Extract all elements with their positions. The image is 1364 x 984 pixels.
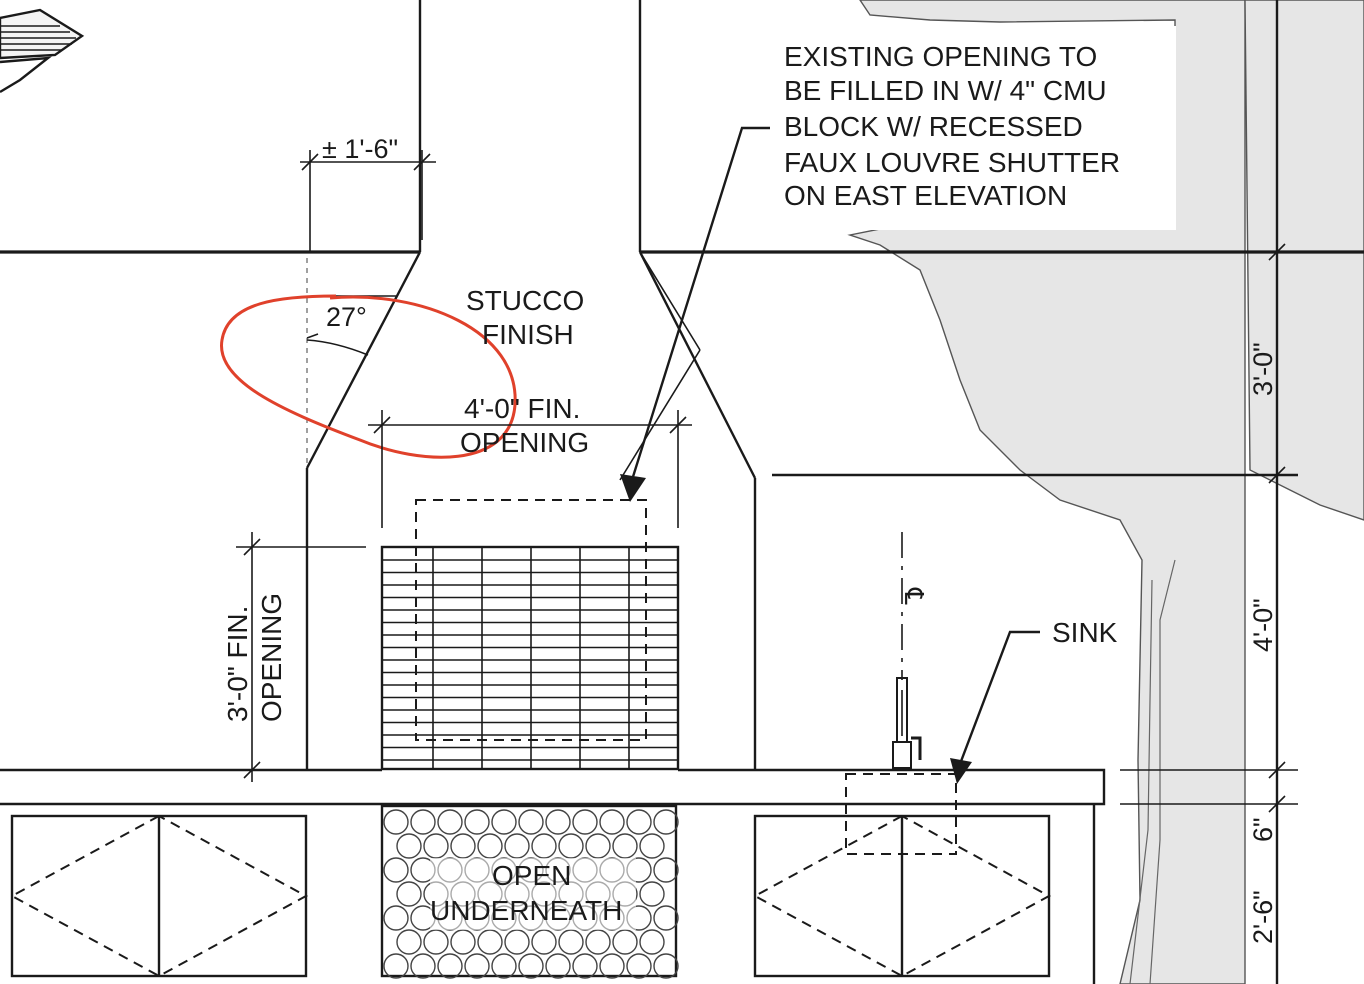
- rock-texture: [626, 809, 652, 835]
- rock-texture: [653, 857, 679, 883]
- rock-texture: [383, 857, 409, 883]
- open-underneath-label-bg: [430, 858, 636, 930]
- rock-texture: [410, 809, 436, 835]
- rock-texture: [531, 929, 557, 955]
- rock-texture: [437, 809, 463, 835]
- chimney-cap-ornament: [0, 8, 85, 94]
- cmu-note-line5: ON EAST ELEVATION: [784, 180, 1067, 211]
- rock-texture: [545, 953, 571, 979]
- rock-texture: [585, 929, 611, 955]
- dim-opening-width-line2: OPENING: [460, 427, 589, 458]
- rock-texture: [653, 809, 679, 835]
- rock-texture: [491, 953, 517, 979]
- dim-opening-width-line1: 4'-0" FIN.: [464, 393, 580, 424]
- rock-texture: [477, 833, 503, 859]
- rock-texture: [572, 809, 598, 835]
- rock-texture: [612, 929, 638, 955]
- dim-opening-height-line2: OPENING: [256, 593, 287, 722]
- faucet: [892, 677, 922, 769]
- tree-silhouette: [847, 0, 1246, 984]
- dim-right-upper: 3'-0": [1248, 342, 1278, 396]
- open-underneath-line2: UNDERNEATH: [430, 895, 622, 926]
- fireplace-hood: [305, 251, 757, 770]
- rock-texture: [450, 833, 476, 859]
- cmu-note-line3: BLOCK W/ RECESSED: [784, 111, 1083, 142]
- rock-texture: [383, 809, 409, 835]
- centerline-symbol: ℄: [899, 587, 929, 605]
- rock-texture: [626, 953, 652, 979]
- rock-texture: [653, 905, 679, 931]
- rock-texture: [450, 929, 476, 955]
- rock-texture: [599, 953, 625, 979]
- dim-right-middle: 4'-0": [1248, 598, 1278, 652]
- dim-top-width: [300, 150, 436, 252]
- rock-texture: [639, 833, 665, 859]
- rock-texture: [491, 809, 517, 835]
- cmu-leader: [620, 126, 770, 502]
- rock-texture: [612, 833, 638, 859]
- rock-texture: [464, 809, 490, 835]
- rock-texture: [504, 929, 530, 955]
- tree-branch-lines: [1129, 559, 1176, 984]
- rock-texture: [410, 953, 436, 979]
- rock-texture: [558, 929, 584, 955]
- rock-texture: [558, 833, 584, 859]
- rock-texture: [396, 881, 422, 907]
- cmu-note-line2: BE FILLED IN W/ 4" CMU: [784, 75, 1107, 106]
- stucco-label-line1: STUCCO: [466, 285, 584, 316]
- dim-opening-height-line1: 3'-0" FIN.: [222, 606, 253, 722]
- cabinet-right: [752, 814, 1052, 978]
- sink-basin-dashed: [845, 773, 957, 855]
- rock-texture: [423, 929, 449, 955]
- rock-texture: [531, 833, 557, 859]
- rock-texture: [599, 809, 625, 835]
- rock-texture: [585, 833, 611, 859]
- rock-texture: [383, 905, 409, 931]
- dim-opening-width: [368, 410, 692, 528]
- cabinet-left: [9, 814, 309, 978]
- rock-texture: [518, 953, 544, 979]
- sink-label: SINK: [1052, 617, 1118, 648]
- open-underneath-line1: OPEN: [492, 860, 571, 891]
- sink-leader: [950, 630, 1040, 784]
- rock-texture: [504, 833, 530, 859]
- dim-right-string: [1268, 0, 1286, 984]
- tree-trunk-right: [1244, 0, 1364, 521]
- rock-texture: [639, 881, 665, 907]
- dim-right-base: 2'-6": [1248, 890, 1278, 944]
- rock-texture: [572, 953, 598, 979]
- rock-texture: [423, 833, 449, 859]
- dim-right-counter: 6": [1248, 817, 1278, 842]
- rock-texture: [396, 833, 422, 859]
- rock-texture: [477, 929, 503, 955]
- stucco-label-line2: FINISH: [482, 319, 574, 350]
- rock-texture: [518, 809, 544, 835]
- rock-texture: [639, 929, 665, 955]
- dim-top-width-label: ± 1'-6": [322, 134, 398, 164]
- markup-circle: [220, 294, 517, 459]
- rock-texture: [437, 953, 463, 979]
- countertop: [0, 768, 1298, 806]
- angle-label: 27°: [326, 302, 367, 332]
- rock-texture: [383, 953, 409, 979]
- louvre-shutter: [380, 545, 680, 771]
- rock-texture: [653, 953, 679, 979]
- cmu-note-line1: EXISTING OPENING TO: [784, 41, 1097, 72]
- rock-texture: [464, 953, 490, 979]
- rock-texture: [396, 929, 422, 955]
- note-background: [774, 26, 1176, 230]
- rock-texture: [545, 809, 571, 835]
- cmu-note-line4: FAUX LOUVRE SHUTTER: [784, 147, 1120, 178]
